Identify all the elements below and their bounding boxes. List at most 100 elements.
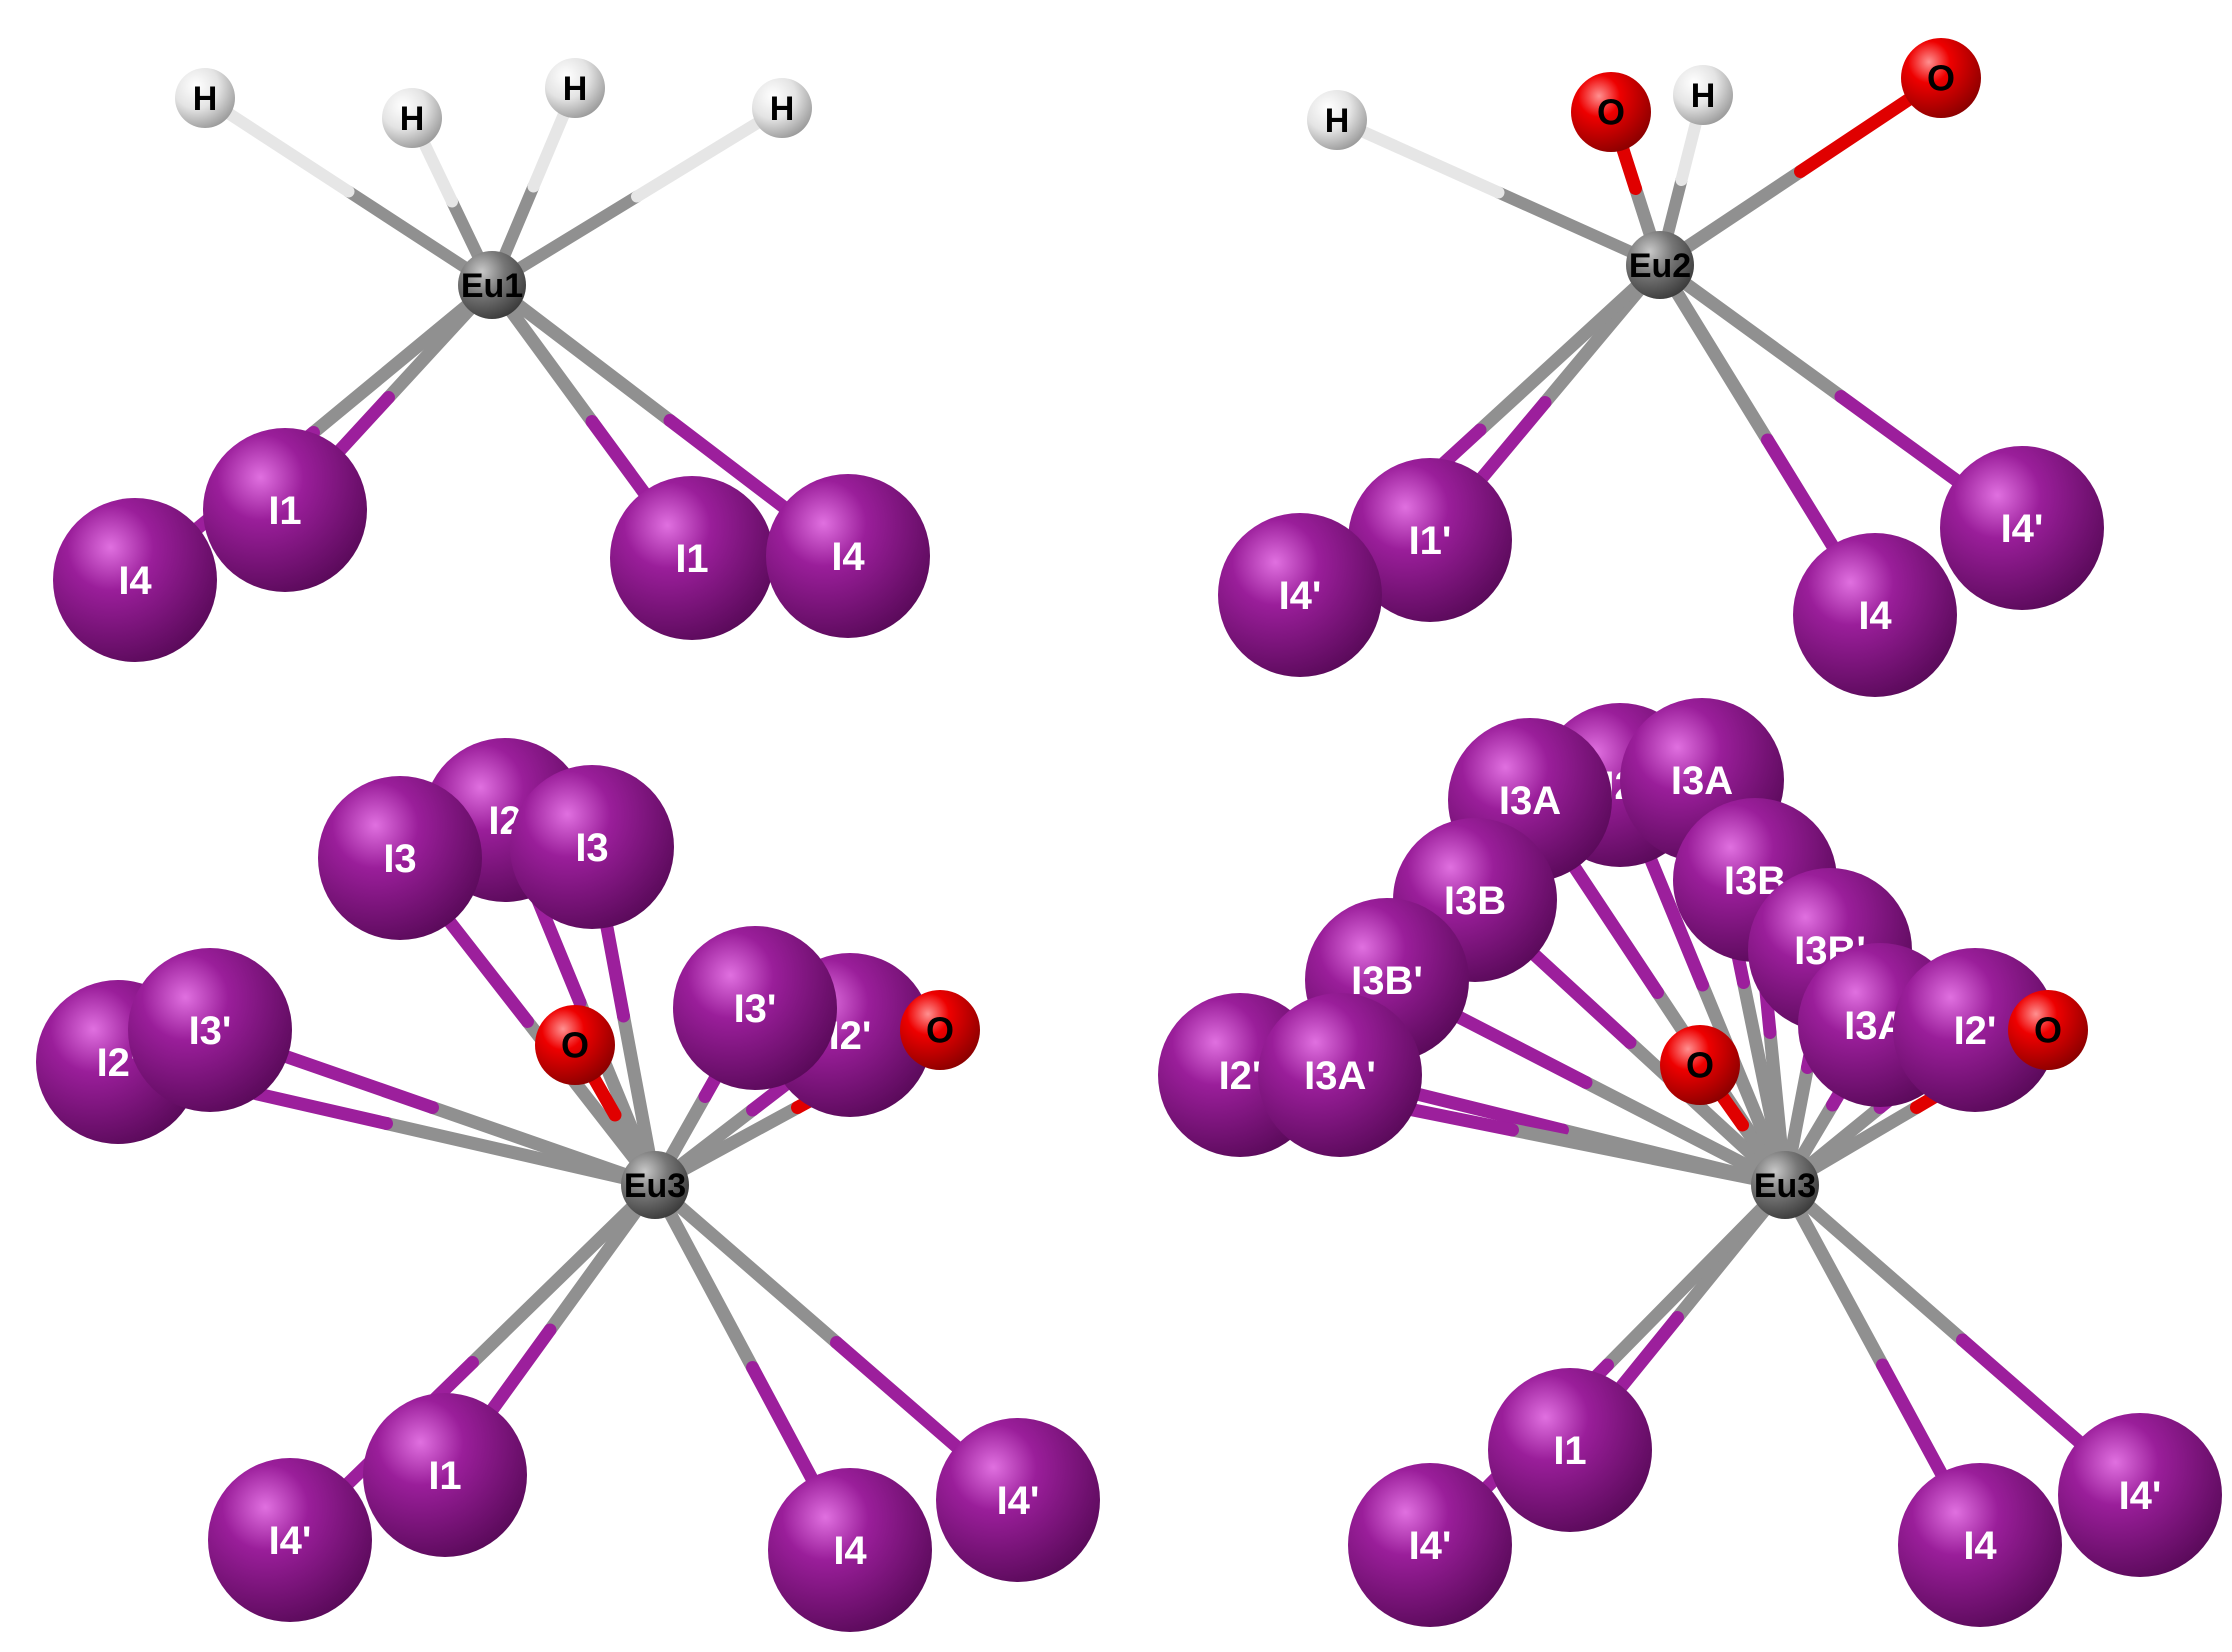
iodine-atom-sphere	[1258, 993, 1422, 1157]
eu-atom-sphere	[1751, 1151, 1819, 1219]
eu-atom-sphere	[458, 251, 526, 319]
hydrogen-atom: H	[1307, 90, 1367, 150]
iodine-atom: I3'	[128, 948, 292, 1112]
hydrogen-atom-sphere	[545, 58, 605, 118]
iodine-atom-sphere	[1488, 1368, 1652, 1532]
hydrogen-atom: H	[752, 78, 812, 138]
eu-atom-label: Eu3	[1754, 1167, 1816, 1205]
hydrogen-atom: H	[175, 68, 235, 128]
bond-half-eu	[1473, 258, 1667, 437]
iodine-atom-label: I4'	[269, 1519, 312, 1563]
iodine-atom-sphere	[1348, 1463, 1512, 1627]
hydrogen-atom-label: H	[1691, 77, 1716, 115]
hydrogen-atom-label: H	[770, 90, 795, 128]
iodine-atom-label: I3'	[734, 987, 777, 1031]
oxygen-atom-label: O	[2034, 1010, 2062, 1051]
iodine-atom: I4'	[208, 1458, 372, 1622]
iodine-atom-sphere	[203, 428, 367, 592]
iodine-atom-label: I4'	[2001, 507, 2044, 551]
iodine-atom-label: I4	[1858, 594, 1892, 638]
oxygen-atom: O	[900, 990, 980, 1070]
iodine-atom: I4'	[1348, 1463, 1512, 1627]
oxygen-atom: O	[2008, 990, 2088, 1070]
iodine-atom-sphere	[610, 476, 774, 640]
bond-half-eu	[380, 1117, 662, 1192]
iodine-atom-label: I4'	[2119, 1474, 2162, 1518]
eu-atom-label: Eu2	[1629, 247, 1691, 285]
hydrogen-atom-sphere	[1673, 65, 1733, 125]
hydrogen-atom-label: H	[400, 100, 425, 138]
oxygen-atom-label: O	[1686, 1045, 1714, 1086]
hydrogen-atom-label: H	[193, 80, 218, 118]
iodine-atom: I1	[363, 1393, 527, 1557]
iodine-atom-label: I1	[268, 489, 301, 533]
iodine-atom: I1	[610, 476, 774, 640]
hydrogen-atom: H	[545, 58, 605, 118]
oxygen-atom-sphere	[1901, 38, 1981, 118]
bond-half-eu	[1653, 258, 1848, 403]
iodine-atom-label: I4	[1963, 1524, 1997, 1568]
iodine-atom-label: I4	[118, 559, 152, 603]
oxygen-atom-sphere	[1571, 72, 1651, 152]
iodine-atom-label: I4	[831, 535, 865, 579]
iodine-atom-label: I3B'	[1351, 959, 1423, 1003]
bond-half-eu	[1623, 1036, 1792, 1192]
iodine-atom-sphere	[673, 926, 837, 1090]
iodine-atom-sphere	[1348, 458, 1512, 622]
oxygen-atom-label: O	[1927, 58, 1955, 99]
bond-half-eu	[1778, 1178, 1889, 1372]
iodine-atom-sphere	[1793, 533, 1957, 697]
iodine-atom-sphere	[128, 948, 292, 1112]
iodine-atom: I4'	[1218, 513, 1382, 677]
iodine-atom: I4	[766, 474, 930, 638]
oxygen-atom-label: O	[561, 1025, 589, 1066]
eu-atom: Eu3	[621, 1151, 689, 1219]
eu-atom-sphere	[1626, 231, 1694, 299]
oxygen-atom-label: O	[1597, 92, 1625, 133]
iodine-atom-sphere	[1893, 948, 2057, 1112]
iodine-atom: I1	[203, 428, 367, 592]
atoms: H H Eu2 O O I1' I4' I4 I4'	[1218, 38, 2104, 697]
eu-atom-label: Eu3	[624, 1167, 686, 1205]
iodine-atom-sphere	[1898, 1463, 2062, 1627]
oxygen-atom: O	[1901, 38, 1981, 118]
bond-half-eu	[1506, 1123, 1792, 1192]
iodine-atom: I3	[318, 776, 482, 940]
oxygen-atom-sphere	[535, 1005, 615, 1085]
bond-half-eu	[648, 1178, 759, 1374]
panel-eu2: H H Eu2 O O I1' I4' I4 I4'	[1218, 38, 2104, 697]
iodine-atom-label: I4	[833, 1529, 867, 1573]
iodine-atom: I1	[1488, 1368, 1652, 1532]
eu-atom-label: Eu1	[461, 267, 523, 305]
eu-atom-sphere	[621, 1151, 689, 1219]
oxygen-atom-sphere	[2008, 990, 2088, 1070]
iodine-atom-label: I3B	[1444, 879, 1506, 923]
iodine-atom-sphere	[510, 765, 674, 929]
iodine-atom: I4	[768, 1468, 932, 1632]
iodine-atom-sphere	[318, 776, 482, 940]
bond-half-eu	[307, 278, 499, 439]
iodine-atom-sphere	[53, 498, 217, 662]
iodine-atom-label: I3	[383, 837, 416, 881]
iodine-atom-sphere	[766, 474, 930, 638]
oxygen-atom: O	[1660, 1025, 1740, 1105]
iodine-atom: I3	[510, 765, 674, 929]
iodine-atom: I4	[53, 498, 217, 662]
iodine-atom: I4	[1793, 533, 1957, 697]
iodine-atom-sphere	[208, 1458, 372, 1622]
iodine-atom-label: I2'	[1219, 1054, 1262, 1098]
hydrogen-atom: H	[382, 88, 442, 148]
iodine-atom-label: I4'	[997, 1479, 1040, 1523]
eu-atom: Eu3	[1751, 1151, 1819, 1219]
iodine-atom-label: I3A	[1499, 779, 1561, 823]
eu-atom: Eu1	[458, 251, 526, 319]
hydrogen-atom-sphere	[1307, 90, 1367, 150]
iodine-atom-label: I1	[1553, 1429, 1586, 1473]
iodine-atom-label: I1'	[1409, 519, 1452, 563]
bond-half-eu	[1778, 1178, 1969, 1347]
bond-half-eu	[485, 278, 677, 427]
